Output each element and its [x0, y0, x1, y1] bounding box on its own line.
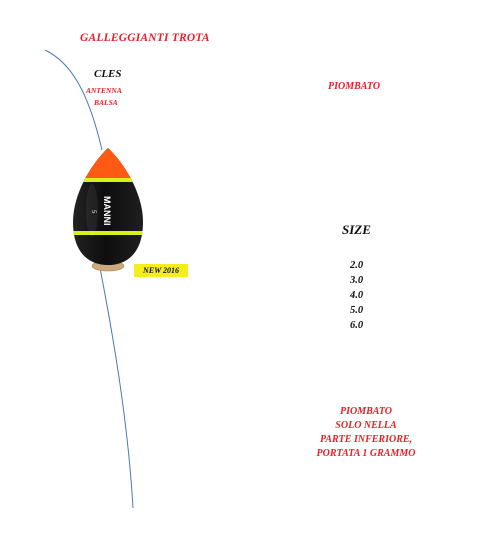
- antenna-label-line2: BALSA: [94, 98, 118, 107]
- brand-logo: MANNI: [102, 196, 112, 226]
- fishing-line-bottom: [99, 267, 134, 509]
- model-name: CLES: [94, 68, 122, 80]
- description-line: PIOMBATO: [339, 406, 393, 417]
- size-heading: SIZE: [342, 222, 371, 237]
- fishing-line-top: [44, 49, 103, 151]
- description-line: PARTE INFERIORE,: [319, 434, 413, 445]
- float-lower-band: [73, 231, 143, 235]
- description-line: SOLO NELLA: [335, 420, 397, 431]
- new-badge: NEW 2016: [134, 264, 188, 277]
- size-list: 2.0 3.0 4.0 5.0 6.0: [350, 258, 363, 333]
- size-item: 3.0: [350, 275, 364, 286]
- page-title: GALLEGGIANTI TROTA: [80, 32, 210, 44]
- piombato-label: PIOMBATO: [328, 81, 381, 92]
- description-line: PORTATA 1 GRAMMO: [316, 448, 416, 459]
- float-upper-band: [73, 178, 143, 182]
- body-number: 5: [90, 210, 96, 214]
- size-item: 2.0: [350, 260, 364, 271]
- size-item: 4.0: [350, 290, 364, 301]
- float-tip: [73, 148, 143, 178]
- description-block: PIOMBATO SOLO NELLA PARTE INFERIORE, POR…: [268, 405, 464, 461]
- size-item: 6.0: [350, 320, 364, 331]
- size-item: 5.0: [350, 305, 364, 316]
- antenna-label-line1: ANTENNA: [86, 86, 122, 95]
